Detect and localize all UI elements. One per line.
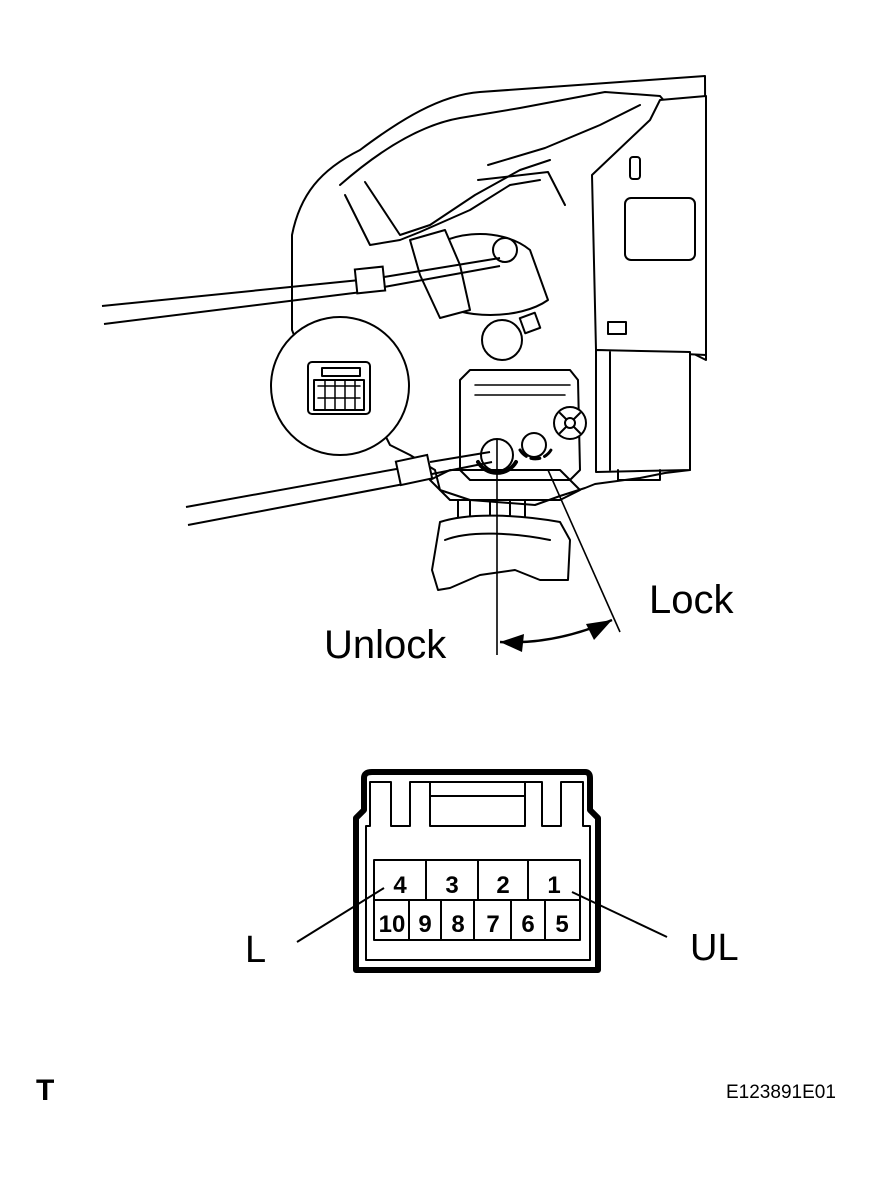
lock-label: Lock [649, 578, 734, 622]
pin-label: 10 [379, 911, 406, 938]
connector-outline [353, 769, 601, 973]
pin-label: 8 [451, 911, 464, 938]
unlock-label: Unlock [324, 623, 447, 667]
connector-pins-bottom: 10 9 8 7 6 5 [379, 911, 569, 938]
connector-pins-top: 4 3 2 1 [393, 872, 560, 899]
terminal-leaders [296, 887, 668, 943]
footer-mark: T [36, 1074, 55, 1107]
terminal-ul-label: UL [690, 927, 739, 969]
pin-label: 5 [555, 911, 568, 938]
pin-label: 3 [445, 872, 458, 899]
terminal-l-label: L [245, 929, 266, 971]
pin-label: 9 [418, 911, 431, 938]
figure-id: E123891E01 [726, 1082, 836, 1103]
lock-cables [101, 257, 501, 526]
pin-label: 7 [486, 911, 499, 938]
door-lock-assembly [270, 75, 707, 591]
pin-label: 4 [393, 872, 407, 899]
pin-label: 1 [547, 872, 560, 899]
lock-travel-indicator [496, 440, 621, 655]
pin-label: 2 [496, 872, 509, 899]
pin-label: 6 [521, 911, 534, 938]
